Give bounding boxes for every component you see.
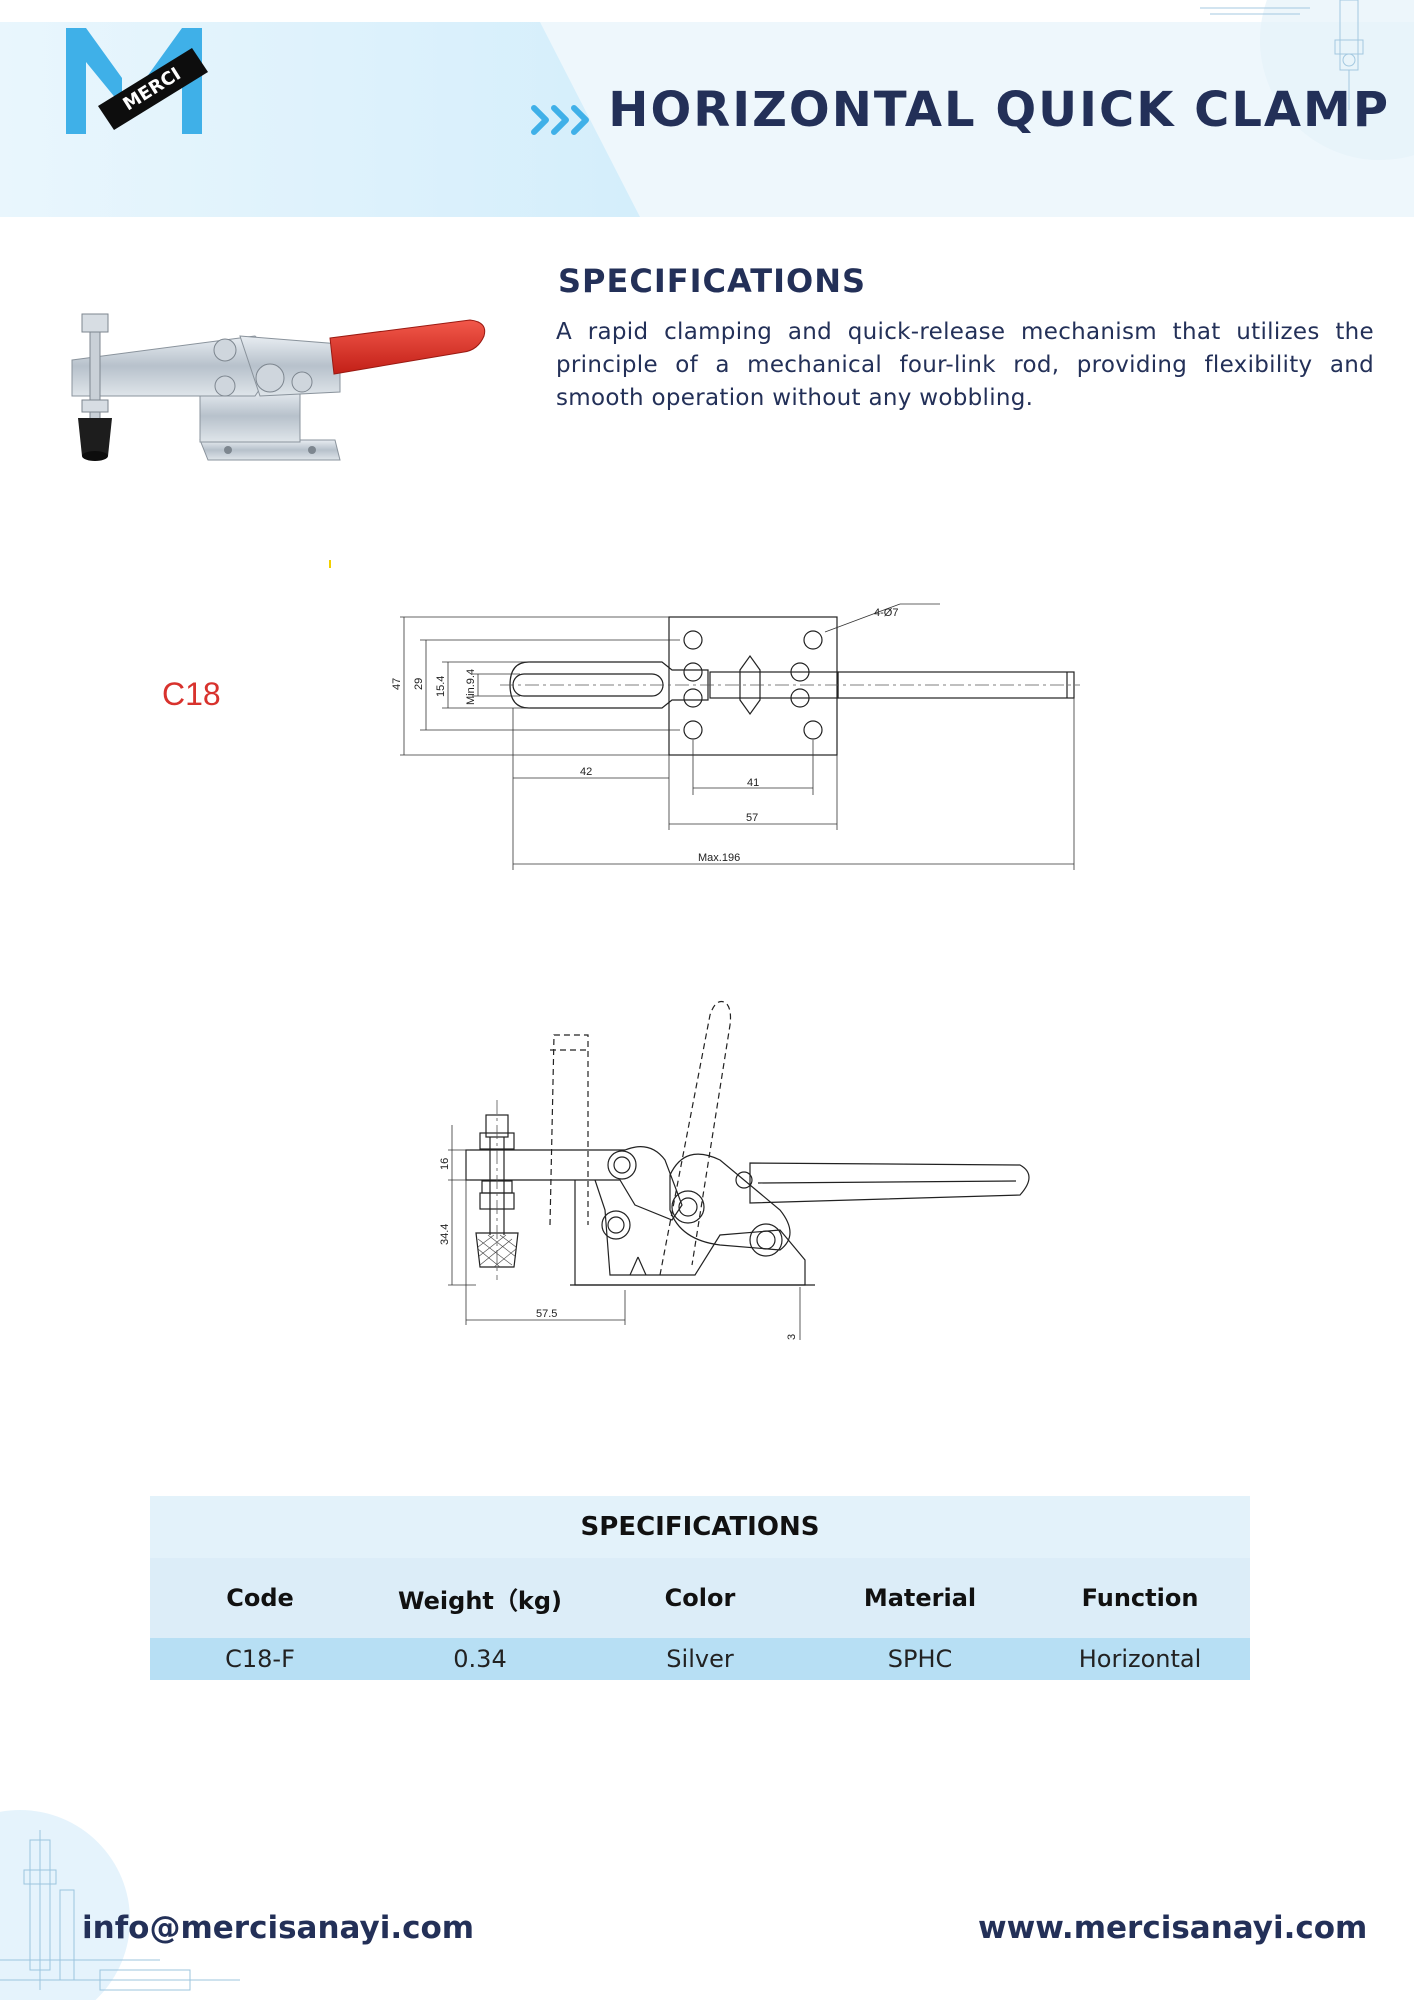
cell-material: SPHC [887, 1645, 953, 1673]
header-code: Code [226, 1584, 294, 1612]
dim-15-4: 15.4 [435, 676, 447, 697]
dim-16: 16 [439, 1158, 451, 1170]
table-header-row: Code Weight（kg) Color Material Function [150, 1558, 1250, 1638]
corner-decoration-bottom [0, 1810, 240, 2000]
specifications-description: A rapid clamping and quick-release mecha… [556, 319, 1374, 411]
stray-mark [329, 560, 331, 568]
dim-34-4: 34.4 [439, 1224, 451, 1245]
dim-max-196: Max.196 [698, 852, 740, 864]
header-band [0, 22, 1414, 217]
cell-color: Silver [666, 1645, 734, 1673]
model-code: C18 [162, 676, 221, 712]
dim-41: 41 [747, 777, 759, 789]
page-title: HORIZONTAL QUICK CLAMP [608, 82, 1390, 138]
specifications-table: SPECIFICATIONS Code Weight（kg) Color Mat… [150, 1496, 1250, 1680]
dim-47: 47 [391, 678, 403, 690]
header-color: Color [664, 1584, 736, 1612]
header-weight: Weight（kg) [398, 1586, 562, 1615]
dim-29: 29 [413, 678, 425, 690]
dim-3: 3 [786, 1334, 798, 1340]
table-title: SPECIFICATIONS [150, 1496, 1250, 1558]
footer-email-link[interactable]: info@mercisanayi.com [82, 1910, 475, 1946]
header-function: Function [1081, 1584, 1199, 1612]
cell-weight: 0.34 [453, 1645, 507, 1673]
product-photo [71, 313, 486, 461]
dim-min-9-4: Min.9.4 [465, 669, 477, 705]
table-row: C18-F 0.34 Silver SPHC Horizontal [150, 1638, 1250, 1680]
header-material: Material [863, 1584, 977, 1612]
cell-function: Horizontal [1078, 1645, 1202, 1673]
dim-57: 57 [746, 812, 758, 824]
dim-57-5: 57.5 [536, 1308, 557, 1320]
top-view-drawing: 47 29 15.4 Min.9.4 4-Ø7 42 41 57 Max.196 [391, 603, 1080, 870]
dim-42: 42 [580, 766, 592, 778]
cell-code: C18-F [225, 1645, 295, 1673]
footer-website-link[interactable]: www.mercisanayi.com [978, 1910, 1368, 1946]
specifications-heading: SPECIFICATIONS [558, 262, 867, 300]
side-view-drawing: 16 34.4 57.5 3 [439, 1000, 1030, 1340]
merci-logo: MERCI [66, 28, 208, 134]
corner-decoration [1200, 0, 1414, 160]
dim-holes: 4-Ø7 [874, 607, 898, 619]
triple-chevron-right-icon [531, 105, 589, 135]
